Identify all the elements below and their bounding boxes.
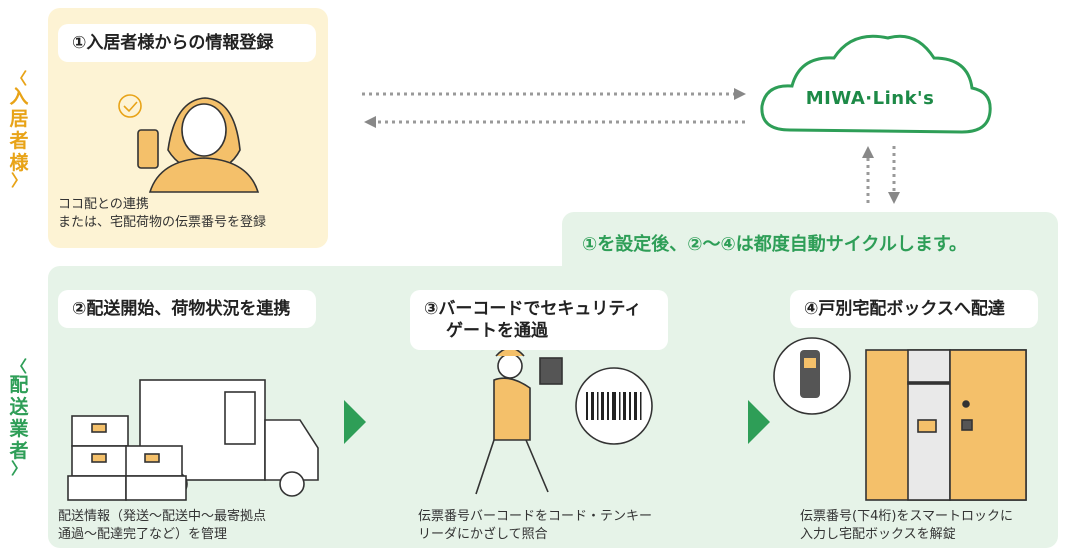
delivery-truck-illustration [67, 379, 319, 501]
miwa-links-logo: MIWA·Link's [805, 88, 935, 109]
delivery-worker-illustration [475, 347, 563, 495]
caption-line: 伝票番号(下4桁)をスマートロックに [800, 509, 1014, 524]
step-3-caption: 伝票番号バーコードをコード・テンキー リーダにかざして照合 [418, 508, 652, 544]
step-4-title: ④戸別宅配ボックスへ配達 [790, 290, 1038, 328]
caption-line: 通過～配達完了など）を管理 [58, 527, 228, 542]
step-2-title: ②配送開始、荷物状況を連携 [58, 290, 316, 328]
smart-lock-icon [773, 337, 851, 415]
bracket-open: 〈 [10, 69, 27, 88]
caption-line: 入力し宅配ボックスを解錠 [800, 527, 956, 542]
resident-label-text: 入居者様 [9, 86, 29, 174]
caption-line: リーダにかざして照合 [418, 527, 548, 542]
step-2-caption: 配送情報（発送～配送中～最寄拠点 通過～配達完了など）を管理 [58, 508, 266, 544]
step-3-title: ③バーコードでセキュリティ ゲートを通過 [410, 290, 668, 350]
bracket-close: 〉 [10, 459, 27, 478]
delivery-side-label: 〈 配送業者 〉 [6, 357, 32, 478]
barcode-icon [575, 367, 653, 445]
step-1-title: ①入居者様からの情報登録 [58, 24, 316, 62]
bracket-close: 〉 [10, 171, 27, 190]
step-3-title-line: ③バーコードでセキュリティ [424, 299, 642, 319]
caption-line: または、宅配荷物の伝票番号を登録 [58, 215, 267, 230]
caption-line: ココ配との連携 [58, 197, 149, 212]
sync-arrows [362, 88, 900, 206]
flow-arrow-right-icon [748, 400, 770, 444]
caption-line: 配送情報（発送～配送中～最寄拠点 [58, 509, 267, 524]
resident-side-label: 〈 入居者様 〉 [6, 69, 32, 190]
flow-arrow-right-icon [344, 400, 366, 444]
caption-line: 伝票番号バーコードをコード・テンキー [418, 509, 653, 524]
delivery-label-text: 配送業者 [9, 374, 29, 462]
step-1-caption: ココ配との連携 または、宅配荷物の伝票番号を登録 [58, 196, 266, 232]
cycle-note: ①を設定後、②～④は都度自動サイクルします。 [582, 234, 968, 255]
delivery-box-illustration [865, 349, 1027, 501]
step-4-caption: 伝票番号(下4桁)をスマートロックに 入力し宅配ボックスを解錠 [800, 508, 1013, 544]
resident-woman-illustration [118, 94, 260, 193]
cloud-icon [760, 34, 992, 134]
bracket-open: 〈 [10, 357, 27, 376]
step-3-title-line: ゲートを通過 [446, 321, 548, 341]
